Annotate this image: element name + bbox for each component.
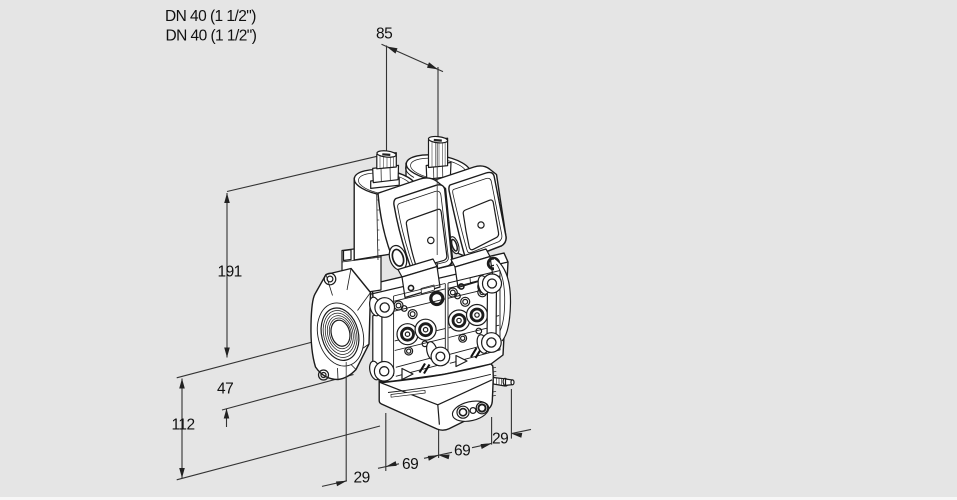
svg-text:112: 112 [172, 417, 195, 434]
svg-text:47: 47 [217, 381, 233, 398]
svg-text:29: 29 [354, 470, 370, 487]
svg-text:DN 40 (1 1/2"): DN 40 (1 1/2") [165, 8, 256, 25]
svg-text:85: 85 [376, 26, 392, 43]
svg-text:69: 69 [402, 456, 418, 473]
svg-text:29: 29 [492, 431, 508, 448]
svg-text:191: 191 [218, 264, 242, 281]
svg-text:DN 40 (1 1/2"): DN 40 (1 1/2") [166, 28, 257, 45]
svg-text:69: 69 [454, 443, 470, 460]
